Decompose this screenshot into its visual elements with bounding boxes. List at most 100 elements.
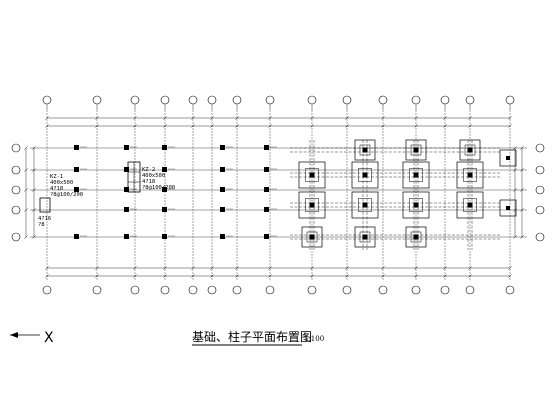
detail-note-line-2: 400x500 bbox=[142, 173, 165, 179]
dimension-tick bbox=[24, 188, 28, 192]
dimension-tick bbox=[45, 274, 49, 278]
column-square bbox=[124, 167, 129, 172]
footing-column bbox=[362, 202, 368, 208]
dimension-tick bbox=[381, 124, 385, 128]
axis-bubble-top bbox=[160, 95, 170, 105]
column-square bbox=[264, 167, 269, 172]
axis-bubble-bottom bbox=[465, 285, 475, 295]
dimension-tick bbox=[513, 235, 517, 239]
dimension-tick bbox=[268, 124, 272, 128]
dimension-tick bbox=[32, 168, 36, 172]
dimension-tick bbox=[191, 266, 195, 270]
dimension-lines bbox=[24, 116, 524, 278]
axis-bubble-left bbox=[11, 185, 21, 195]
dimension-tick bbox=[45, 124, 49, 128]
footing-outer bbox=[298, 161, 326, 189]
axis-bubble-bottom bbox=[130, 285, 140, 295]
column-square bbox=[74, 167, 79, 172]
dimension-tick bbox=[520, 188, 524, 192]
footing-column bbox=[309, 234, 315, 240]
side-column-detail: 4?16 ?8 bbox=[38, 197, 51, 228]
footing-inner bbox=[305, 168, 319, 182]
footing-inner bbox=[306, 231, 318, 243]
footing-pads bbox=[290, 139, 517, 250]
axis-bubble-bottom bbox=[265, 285, 275, 295]
footing-inner bbox=[358, 168, 372, 182]
footing-inner bbox=[463, 168, 477, 182]
dimension-tick bbox=[468, 124, 472, 128]
left-note-line-4: ?8@100/200 bbox=[50, 192, 83, 198]
dimension-tick bbox=[24, 168, 28, 172]
footing-column bbox=[362, 172, 368, 178]
dimension-tick bbox=[32, 208, 36, 212]
dimension-tick bbox=[520, 235, 524, 239]
dimension-tick bbox=[191, 274, 195, 278]
footing-inner bbox=[409, 168, 423, 182]
axis-bubble-right bbox=[535, 143, 545, 153]
left-note-line-2: 400x500 bbox=[50, 180, 73, 186]
dimension-tick bbox=[381, 274, 385, 278]
footing-outer bbox=[499, 199, 517, 217]
column-square bbox=[124, 207, 129, 212]
footing-outer bbox=[405, 226, 427, 248]
column-square bbox=[264, 187, 269, 192]
footing-outer bbox=[354, 226, 376, 248]
axis-bubble-bottom bbox=[342, 285, 352, 295]
dimension-tick bbox=[381, 116, 385, 120]
axis-bubble-top bbox=[342, 95, 352, 105]
footing-outer bbox=[499, 149, 517, 167]
axis-bubble-bottom bbox=[207, 285, 217, 295]
footing-inner bbox=[359, 144, 371, 156]
axis-bubble-left bbox=[11, 143, 21, 153]
dimension-tick bbox=[268, 266, 272, 270]
dimension-tick bbox=[443, 266, 447, 270]
dimension-tick bbox=[32, 146, 36, 150]
footing-inner bbox=[463, 198, 477, 212]
column-square bbox=[264, 145, 269, 150]
dimension-tick bbox=[468, 266, 472, 270]
axis-bubble-top bbox=[232, 95, 242, 105]
dimension-tick bbox=[210, 274, 214, 278]
dimension-tick bbox=[210, 266, 214, 270]
dimension-tick bbox=[414, 124, 418, 128]
dimension-tick bbox=[133, 116, 137, 120]
dimension-tick bbox=[508, 266, 512, 270]
footing-column bbox=[362, 147, 368, 153]
footing-outer bbox=[402, 191, 430, 219]
dimension-tick bbox=[443, 116, 447, 120]
axis-bubble-bottom bbox=[232, 285, 242, 295]
axis-bubble-bottom bbox=[92, 285, 102, 295]
column-square bbox=[220, 207, 225, 212]
column-square bbox=[162, 187, 167, 192]
column-square bbox=[74, 234, 79, 239]
detail-note-line-3: 4?18 bbox=[142, 179, 155, 185]
column-square bbox=[264, 234, 269, 239]
dimension-tick bbox=[520, 208, 524, 212]
column-square bbox=[264, 207, 269, 212]
footing-inner bbox=[410, 231, 422, 243]
dimension-tick bbox=[268, 274, 272, 278]
drawing-caption: 基础、柱子平面布置图 1:100 bbox=[192, 329, 324, 346]
footing-column bbox=[467, 172, 473, 178]
axis-bubble-top bbox=[207, 95, 217, 105]
column-square bbox=[162, 207, 167, 212]
detail-note-line-1: KZ-2 bbox=[142, 167, 155, 173]
dimension-tick bbox=[163, 124, 167, 128]
dimension-tick bbox=[345, 266, 349, 270]
dimension-tick bbox=[414, 116, 418, 120]
dimension-tick bbox=[443, 274, 447, 278]
dimension-tick bbox=[235, 124, 239, 128]
column-square bbox=[74, 187, 79, 192]
dimension-tick bbox=[163, 274, 167, 278]
dimension-tick bbox=[235, 116, 239, 120]
axis-bubble-top bbox=[42, 95, 52, 105]
column-square bbox=[220, 145, 225, 150]
footing-column bbox=[413, 172, 419, 178]
dimension-tick bbox=[32, 235, 36, 239]
axis-bubble-left bbox=[11, 205, 21, 215]
footing-column bbox=[506, 156, 510, 160]
dimension-tick bbox=[32, 188, 36, 192]
dimension-tick bbox=[210, 116, 214, 120]
footing-outer bbox=[301, 226, 323, 248]
axis-bubble-top bbox=[440, 95, 450, 105]
